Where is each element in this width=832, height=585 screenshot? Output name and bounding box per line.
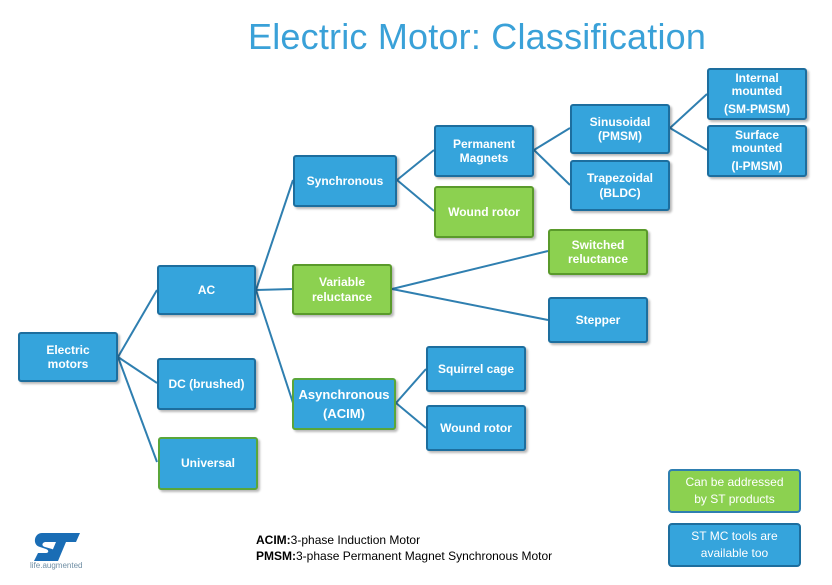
node-label: (I-PMSM) xyxy=(731,158,783,173)
node-label: Asynchronous (ACIM) xyxy=(298,386,390,422)
node-ac: AC xyxy=(157,265,256,315)
node-label: DC (brushed) xyxy=(168,376,245,391)
node-universal: Universal xyxy=(158,437,258,490)
node-label: Surface mounted xyxy=(731,128,783,156)
node-label: Wound rotor xyxy=(440,420,512,435)
node-label: Sinusoidal xyxy=(589,114,651,129)
node-label: Permanent Magnets xyxy=(452,136,516,165)
node-internal-mounted: Internal mounted (SM-PMSM) xyxy=(707,68,807,120)
footnote-abbr: ACIM: xyxy=(256,533,291,547)
node-label: Electric motors xyxy=(46,342,90,371)
footnote-text: 3-phase Permanent Magnet Synchronous Mot… xyxy=(296,549,553,563)
node-stepper: Stepper xyxy=(548,297,648,343)
node-label: Internal mounted xyxy=(731,71,783,99)
node-label: (BLDC) xyxy=(599,185,641,200)
node-label: Synchronous xyxy=(306,173,384,188)
node-surface-mounted: Surface mounted (I-PMSM) xyxy=(707,125,807,177)
node-label: Stepper xyxy=(575,312,621,327)
node-squirrel-cage: Squirrel cage xyxy=(426,346,526,392)
node-label: (PMSM) xyxy=(598,129,642,143)
node-switched-reluctance: Switched reluctance xyxy=(548,229,648,275)
footnote-abbr: PMSM: xyxy=(256,549,296,563)
legend-st-mc-tools: ST MC tools are available too xyxy=(668,523,801,567)
page-title: Electric Motor: Classification xyxy=(248,16,707,57)
node-synchronous: Synchronous xyxy=(293,155,397,207)
node-sinusoidal: Sinusoidal (PMSM) xyxy=(570,104,670,154)
logo-tagline: life.augmented xyxy=(30,561,83,570)
legend-text: Can be addressed xyxy=(685,474,784,489)
legend-text: ST MC tools are xyxy=(691,528,778,543)
node-dc-brushed: DC (brushed) xyxy=(157,358,256,410)
footnote-acim: ACIM:3-phase Induction Motor xyxy=(256,533,420,547)
footnote-pmsm: PMSM:3-phase Permanent Magnet Synchronou… xyxy=(256,549,552,563)
node-label: Wound rotor xyxy=(448,204,520,219)
legend-st-products: Can be addressed by ST products xyxy=(668,469,801,513)
node-wound-rotor-async: Wound rotor xyxy=(426,405,526,451)
node-label: Squirrel cage xyxy=(437,361,515,376)
node-label: Switched reluctance xyxy=(567,237,629,266)
node-label: Universal xyxy=(180,456,236,471)
node-label: (SM-PMSM) xyxy=(724,101,790,116)
node-trapezoidal: Trapezoidal (BLDC) xyxy=(570,160,670,211)
legend-text: by ST products xyxy=(694,492,775,506)
node-label: AC xyxy=(197,282,216,297)
node-asynchronous: Asynchronous (ACIM) xyxy=(292,378,396,430)
node-electric-motors: Electric motors xyxy=(18,332,118,382)
footnote-text: 3-phase Induction Motor xyxy=(290,533,421,547)
node-label: Variable reluctance xyxy=(311,275,373,304)
node-variable-reluctance: Variable reluctance xyxy=(292,264,392,315)
legend-text: available too xyxy=(700,546,769,560)
node-label: Trapezoidal xyxy=(586,171,654,186)
st-logo xyxy=(34,533,80,561)
node-permanent-magnets: Permanent Magnets xyxy=(434,125,534,177)
node-wound-rotor-sync: Wound rotor xyxy=(434,186,534,238)
